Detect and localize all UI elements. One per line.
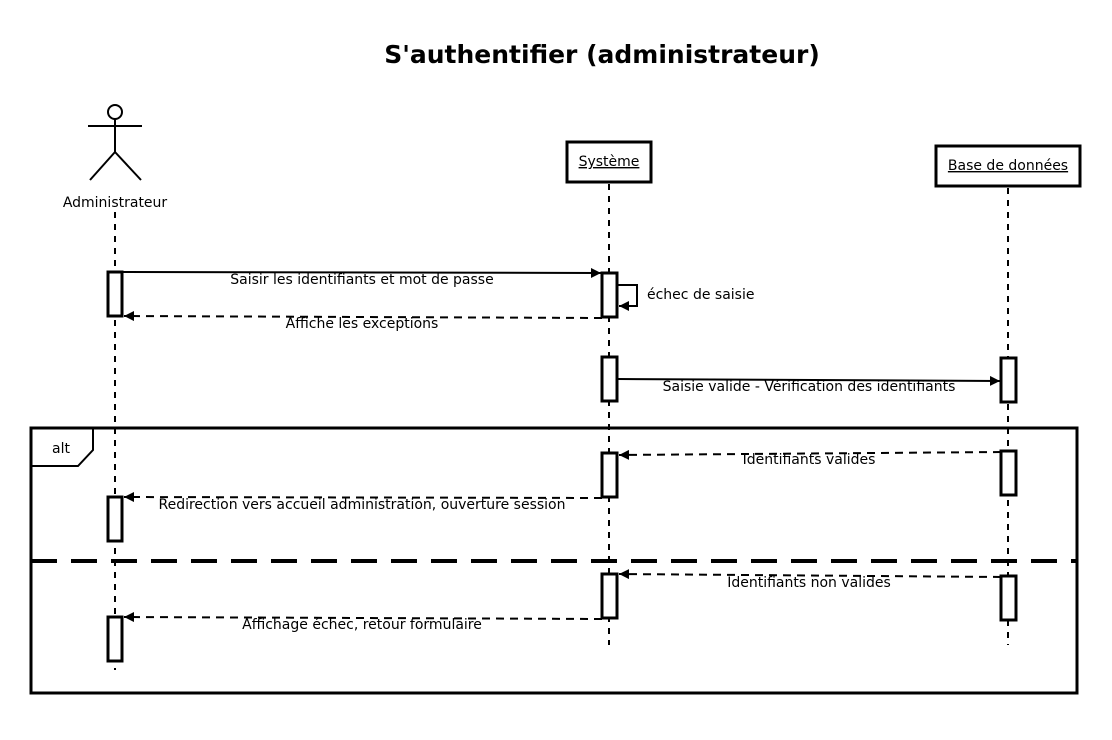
message-label-5: Identifiants valides xyxy=(743,452,876,468)
message-arrow-1 xyxy=(121,267,602,278)
database-participant-label: Base de données xyxy=(948,158,1068,174)
message-label-3: Affiche les exceptions xyxy=(286,316,439,332)
system-participant-label: Système xyxy=(579,154,640,170)
message-label-8: Affichage échec, retour formulaire xyxy=(242,617,482,633)
actor-activation-3 xyxy=(106,615,124,663)
message-label-2: échec de saisie xyxy=(647,287,754,303)
database-participant-box xyxy=(934,144,1082,188)
message-arrow-4 xyxy=(616,375,1001,386)
database-activation-2 xyxy=(999,449,1018,497)
message-arrow-3 xyxy=(123,311,603,322)
message-arrow-2-self xyxy=(617,284,638,311)
message-arrow-6 xyxy=(123,492,603,503)
actor-activation-1 xyxy=(106,270,124,318)
message-label-6: Redirection vers accueil administration,… xyxy=(159,497,566,513)
system-activation-3 xyxy=(600,451,619,499)
database-activation-1 xyxy=(999,356,1018,404)
message-label-4: Saisie valide - Vérification des identif… xyxy=(663,379,956,395)
message-arrow-8 xyxy=(123,612,603,623)
actor-icon xyxy=(88,104,142,181)
diagram-title: S'authentifier (administrateur) xyxy=(384,40,820,69)
system-activation-4 xyxy=(600,572,619,620)
alt-fragment-operator: alt xyxy=(52,441,70,457)
message-arrow-7 xyxy=(618,569,1002,580)
message-label-1: Saisir les identifiants et mot de passe xyxy=(230,272,493,288)
alt-fragment-tab xyxy=(31,428,94,467)
system-participant-box xyxy=(565,140,653,184)
message-arrow-5 xyxy=(618,449,1002,460)
database-activation-3 xyxy=(999,574,1018,622)
actor-label: Administrateur xyxy=(63,195,168,211)
message-label-7: Identifiants non valides xyxy=(727,575,891,591)
actor-activation-2 xyxy=(106,495,124,543)
system-activation-1 xyxy=(600,271,619,319)
system-activation-2 xyxy=(600,355,619,403)
